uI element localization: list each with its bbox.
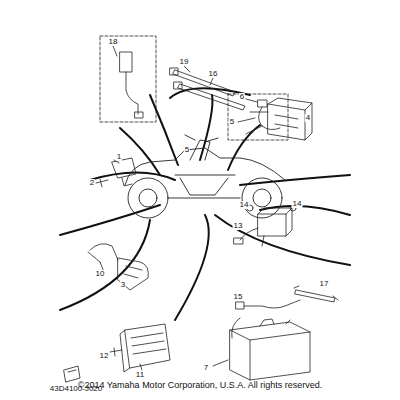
callout-number: 14 (292, 200, 303, 208)
callout-number: 16 (208, 70, 219, 78)
copyright-caption: ©2014 Yamaha Motor Corporation, U.S.A. A… (0, 381, 400, 391)
callout-number: 5 (229, 118, 235, 126)
callout-number: 4 (305, 114, 311, 122)
callout-number: 10 (95, 270, 106, 278)
callout-number: 19 (179, 58, 190, 66)
callout-number: 7 (203, 364, 209, 372)
callout-number: 3 (120, 281, 126, 289)
callout-number: 2 (89, 179, 95, 187)
callout-number: 17 (319, 280, 330, 288)
callout-number: 15 (233, 293, 244, 301)
callout-number: 12 (99, 352, 110, 360)
callout-number: 6 (239, 93, 245, 101)
callout-number: 13 (233, 222, 244, 230)
callout-number: 11 (135, 371, 145, 379)
callout-number: 14 (239, 201, 250, 209)
callout-number: 5 (184, 146, 190, 154)
callout-number: 1 (116, 153, 122, 161)
callout-number: 18 (108, 38, 119, 46)
